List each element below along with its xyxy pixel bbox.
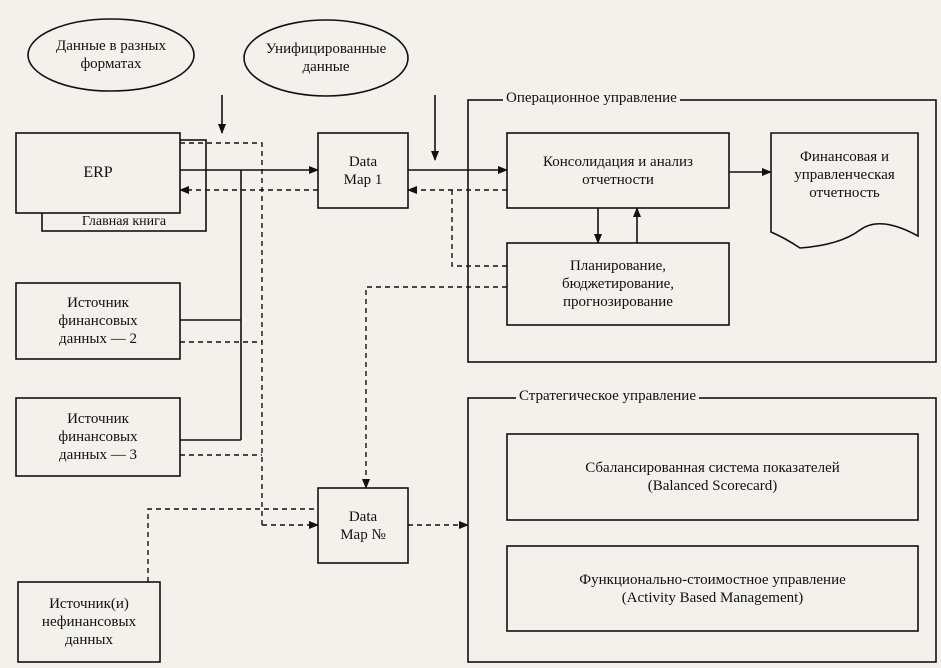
erp-box-outline — [15, 132, 181, 214]
bsc-box-outline — [506, 433, 919, 521]
nonfin-box: Источник(и) нефинансовых данных — [41, 596, 137, 648]
operational-group-label: Операционное управление — [503, 90, 680, 107]
erp-box: ERP — [83, 164, 113, 181]
ledger-box: Главная книга — [81, 214, 167, 229]
formats-ellipse-label: Данные в разных форматах — [56, 38, 166, 72]
planning-dashed-link — [451, 190, 507, 267]
source2-box: Источник финансовых данных — 2 — [58, 295, 138, 347]
planning-to-datamapN-dashed-arrow — [362, 286, 507, 489]
planning-box-outline — [506, 242, 730, 326]
abm-box: Функционально-стоимостное управление (Ac… — [579, 571, 846, 606]
unified-ellipse-label: Унифицированные данные — [265, 41, 387, 75]
strategic-frame — [467, 397, 937, 663]
unified-ellipse — [243, 19, 409, 97]
datamapN-box: Data Map № — [340, 508, 386, 543]
nonfin-dashed-link — [147, 508, 318, 582]
bsc-box: Сбалансированная система показателей (Ba… — [585, 460, 840, 494]
consolidation-box: Консолидация и анализ отчетности — [543, 153, 693, 188]
operational-frame — [467, 99, 937, 363]
reporting-document: Финансовая и управленческая отчетность — [794, 149, 895, 201]
planning-box: Планирование, бюджетирование, прогнозиро… — [561, 258, 675, 310]
reporting-document-shape — [770, 132, 919, 249]
abm-box-outline — [506, 545, 919, 632]
strategic-group-label: Стратегическое управление — [516, 388, 699, 405]
datamap1-box: Data Map 1 — [343, 153, 383, 188]
source3-box: Источник финансовых данных — 3 — [58, 411, 138, 463]
source2-box-outline — [15, 282, 181, 360]
source3-box-outline — [15, 397, 181, 477]
formats-ellipse — [27, 18, 195, 92]
nonfin-box-outline — [17, 581, 161, 663]
